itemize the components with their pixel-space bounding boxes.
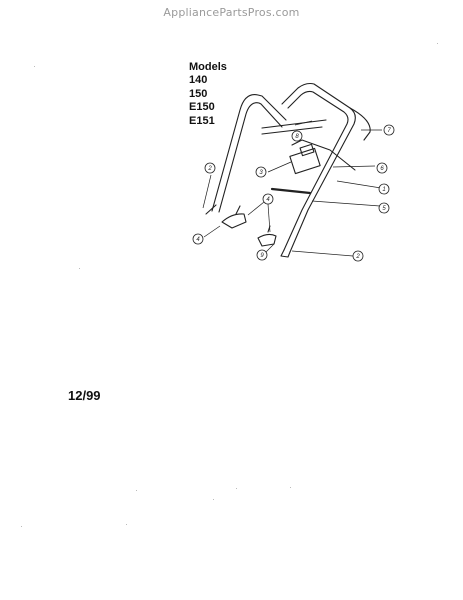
- control-cable: [349, 107, 371, 141]
- callout-label: 2: [207, 166, 212, 172]
- site-watermark: AppliancePartsPros.com: [163, 6, 300, 19]
- callout-label: 9: [260, 253, 264, 259]
- scan-speck: [34, 66, 35, 67]
- callout-label: 5: [382, 206, 386, 212]
- callout-label: 2: [355, 254, 360, 260]
- callout-label: 4: [196, 237, 200, 243]
- callout-label: 8: [295, 134, 299, 140]
- scan-speck: [21, 526, 22, 527]
- models-heading: Models: [189, 61, 227, 73]
- callout-label: 1: [382, 187, 385, 193]
- scan-speck: [290, 487, 291, 488]
- model-item: E150: [189, 101, 215, 114]
- callout-label: 6: [380, 166, 384, 172]
- scan-speck: [437, 43, 438, 44]
- scan-speck: [213, 499, 214, 500]
- model-item: 140: [189, 74, 208, 87]
- scan-speck: [236, 488, 237, 489]
- callout-label: 7: [387, 128, 391, 134]
- scan-speck: [126, 524, 127, 525]
- scan-speck: [136, 490, 137, 491]
- models-list: Models 140 150 E150 E151: [189, 61, 227, 128]
- callout-label: 4: [266, 197, 270, 203]
- model-item: 150: [189, 87, 208, 100]
- callout-label: 3: [259, 170, 263, 176]
- scan-speck: [79, 268, 80, 269]
- lower-handle: [211, 94, 287, 212]
- revision-date: 12/99: [68, 388, 101, 403]
- model-item: E151: [189, 114, 215, 127]
